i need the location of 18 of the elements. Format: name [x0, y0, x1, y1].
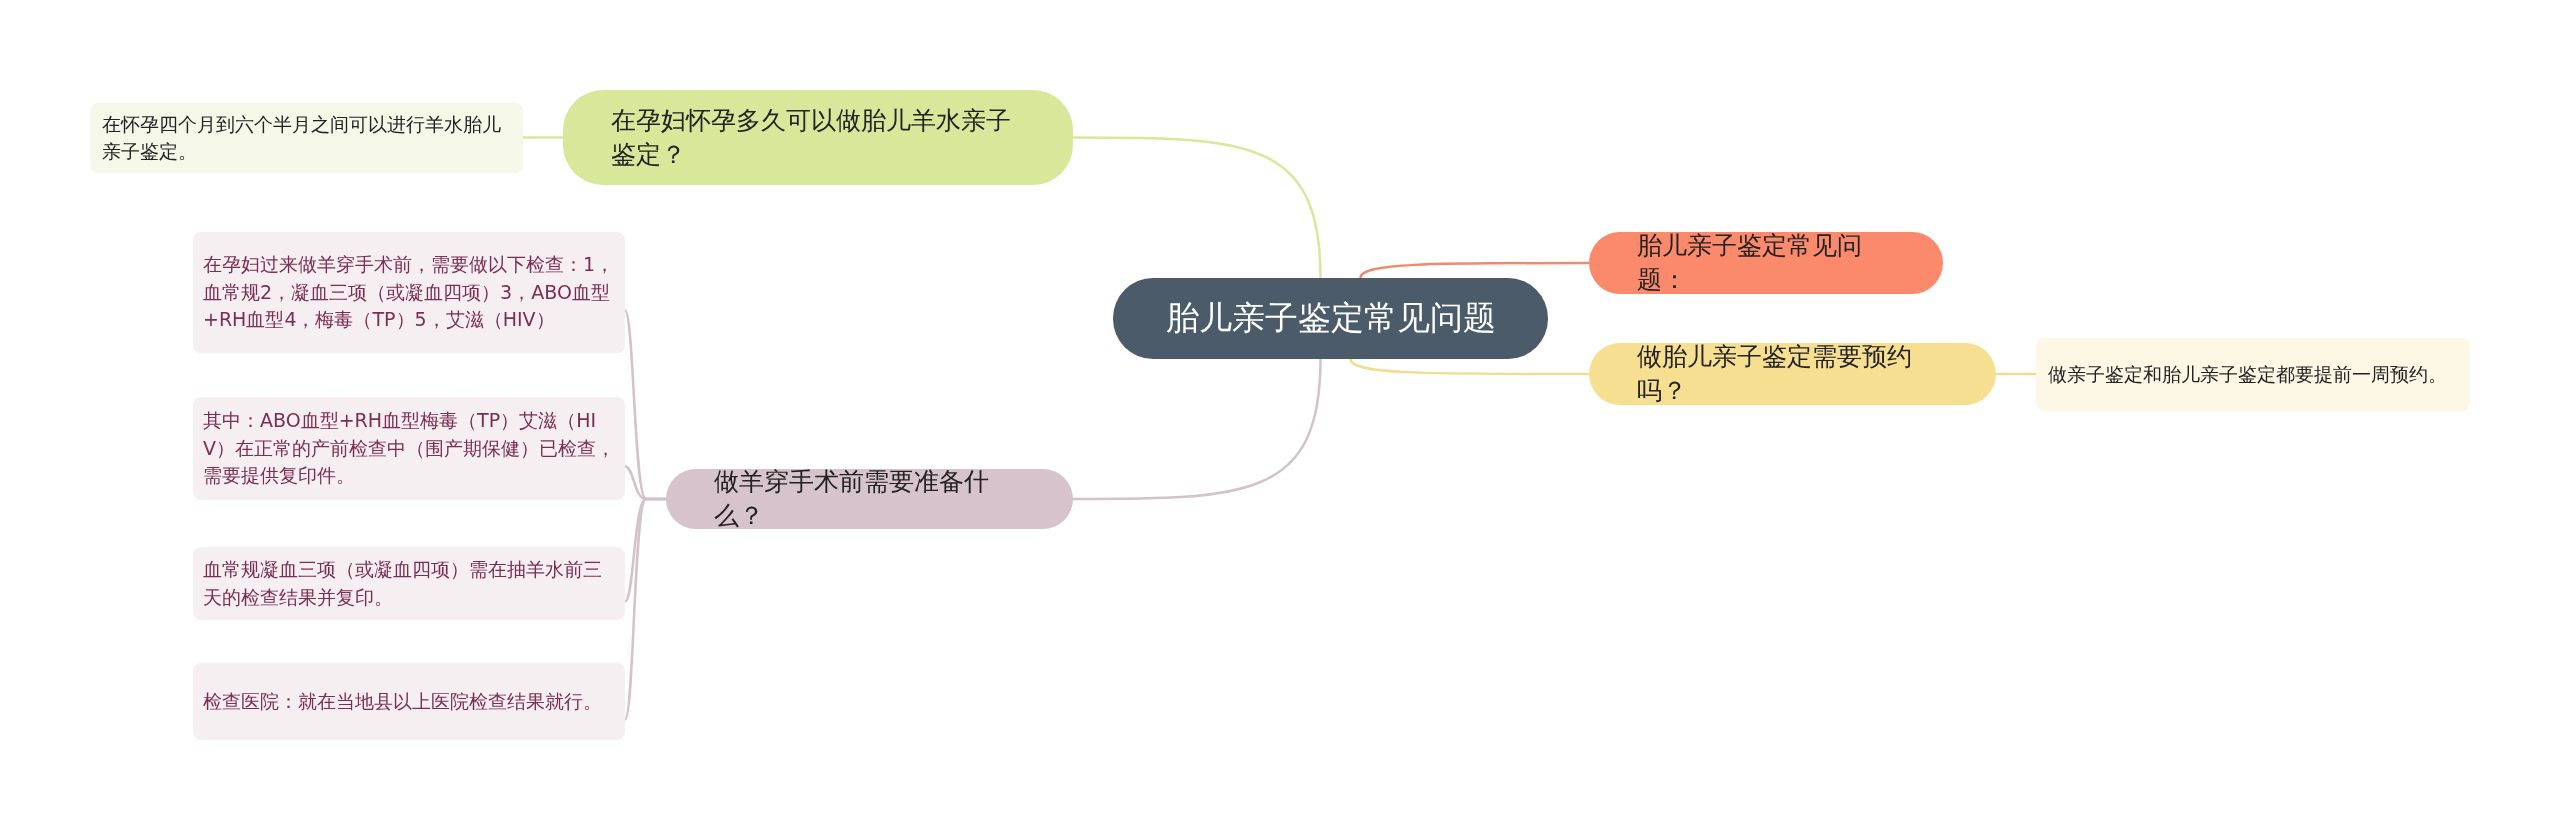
connector-line: [1349, 358, 1589, 376]
connector-line: [623, 497, 666, 721]
note-box: 血常规凝血三项（或凝血四项）需在抽羊水前三天的检查结果并复印。: [193, 547, 625, 620]
note-box: 在怀孕四个月到六个半月之间可以进行羊水胎儿亲子鉴定。: [90, 103, 523, 173]
note-box: 做亲子鉴定和胎儿亲子鉴定都要提前一周预约。: [2036, 338, 2470, 411]
connector-line: [523, 136, 563, 139]
note-box: 在孕妇过来做羊穿手术前，需要做以下检查：1，血常规2，凝血三项（或凝血四项）3，ABO血型+RH血型4，梅毒（TP）5，艾滋（HIV）: [193, 232, 625, 353]
connector-line: [1073, 358, 1322, 501]
topic-bubble: 在孕妇怀孕多久可以做胎儿羊水亲子鉴定？: [563, 90, 1073, 185]
central-topic: 胎儿亲子鉴定常见问题: [1113, 278, 1548, 359]
note-box: 其中：ABO血型+RH血型梅毒（TP）艾滋（HIV）在正常的产前检查中（围产期保健）已检查，需要提供复印件。: [193, 397, 625, 500]
topic-bubble: 胎儿亲子鉴定常见问题：: [1589, 232, 1943, 294]
topic-bubble: 做胎儿亲子鉴定需要预约吗？: [1589, 343, 1996, 405]
connector-line: [1996, 372, 2036, 376]
note-box: 检查医院：就在当地县以上医院检查结果就行。: [193, 663, 625, 740]
connector-line: [1359, 261, 1589, 279]
topic-bubble: 做羊穿手术前需要准备什么？: [666, 469, 1073, 529]
connector-line: [1073, 136, 1322, 279]
